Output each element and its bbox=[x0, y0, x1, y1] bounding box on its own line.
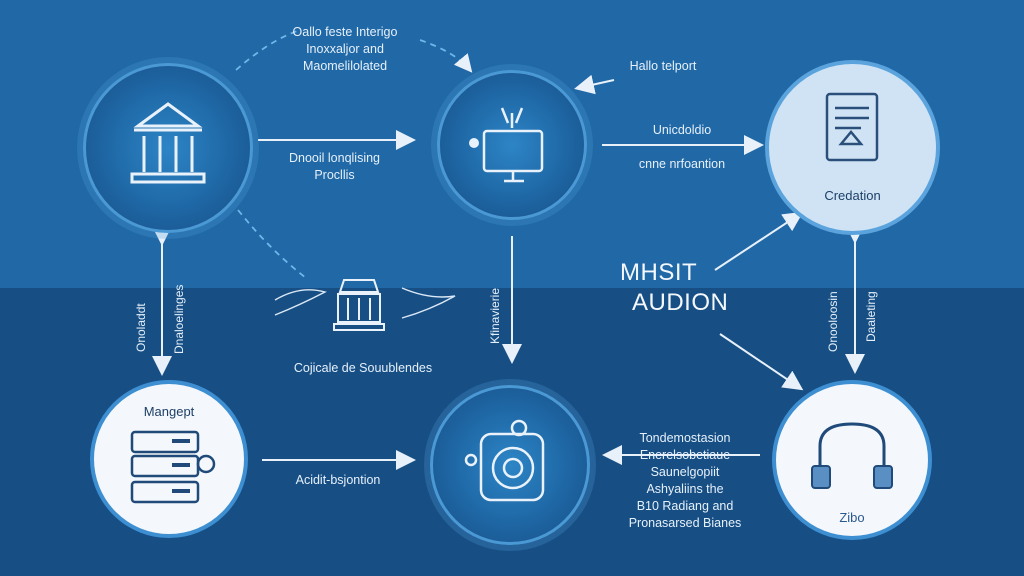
arrow-headline-to-headphones bbox=[719, 333, 804, 391]
node-monitor[interactable] bbox=[437, 70, 587, 220]
label-bottom-right-line-5: B10 Radiang and bbox=[636, 499, 734, 513]
label-top-center-line-1: Oallo feste Interigo bbox=[292, 25, 398, 39]
label-left-mid: Dnooil lonqlising Procllis bbox=[262, 150, 407, 184]
node-document[interactable]: Credation bbox=[765, 60, 940, 235]
node-machine[interactable] bbox=[430, 385, 590, 545]
label-top-center: Oallo feste Interigo Inoxxaljor and Maom… bbox=[270, 24, 420, 75]
headphones-icon bbox=[811, 422, 893, 489]
temple-icon bbox=[333, 279, 385, 331]
dashed-arrow-center bbox=[237, 209, 307, 279]
label-left-mid-line-1: Dnooil lonqlising bbox=[288, 151, 381, 165]
node-headphones[interactable]: Zibo bbox=[772, 380, 932, 540]
label-center-bottom: Cojicale de Souublendes bbox=[293, 361, 433, 375]
dashed-arrow-top-left bbox=[235, 29, 301, 71]
label-bottom-right-line-1: Tondemostasion bbox=[639, 431, 731, 445]
headline: MHSIT AUDION bbox=[620, 258, 728, 318]
label-left-mid-line-2: Procllis bbox=[314, 168, 355, 182]
vlabel-right-a: Onooloosin bbox=[826, 291, 840, 352]
headline-line-1: MHSIT bbox=[620, 259, 698, 286]
bank-icon bbox=[130, 102, 206, 184]
label-bottom-right: Tondemostasion Enerelsobetiaue Saunelgop… bbox=[610, 430, 760, 532]
label-right-mid-bottom: cnne nrfoantion bbox=[638, 157, 726, 171]
document-icon bbox=[825, 92, 879, 162]
label-bottom-right-line-6: Pronasarsed Bianes bbox=[628, 516, 742, 530]
wave-right bbox=[401, 287, 456, 319]
node-server[interactable]: Mangept bbox=[90, 380, 248, 538]
dashed-arrow-top-right bbox=[419, 39, 473, 73]
wave-left bbox=[274, 289, 327, 316]
label-top-center-line-3: Maomelilolated bbox=[302, 59, 388, 73]
label-bottom-right-line-4: Ashyaliins the bbox=[646, 482, 724, 496]
node-server-label: Mangept bbox=[143, 404, 195, 419]
node-headphones-label: Zibo bbox=[839, 510, 865, 525]
monitor-icon bbox=[469, 107, 544, 183]
vlabel-left-b: Dnaloelinges bbox=[172, 284, 186, 354]
server-icon bbox=[130, 430, 216, 504]
vlabel-left-a: Onoladdt bbox=[134, 303, 148, 352]
label-bottom-right-line-3: Saunelgopiit bbox=[650, 465, 720, 479]
label-top-center-line-2: Inoxxaljor and bbox=[306, 42, 384, 56]
arrow-to-monitor-top bbox=[574, 74, 615, 95]
gear-machine-icon bbox=[464, 419, 545, 502]
arrow-headline-to-document bbox=[714, 211, 804, 271]
vlabel-center: Kfinavierie bbox=[488, 287, 502, 344]
label-top-right: Hallo telport bbox=[629, 59, 697, 73]
node-bank[interactable] bbox=[83, 63, 253, 233]
headline-line-2: AUDION bbox=[632, 289, 729, 316]
vlabel-right-b: Daaleting bbox=[864, 291, 878, 342]
label-bottom-right-line-2: Enerelsobetiaue bbox=[639, 448, 731, 462]
label-right-mid-top: Unicdoldio bbox=[652, 123, 712, 137]
node-document-label: Credation bbox=[824, 188, 881, 203]
label-bottom-left: Acidit-bsjontion bbox=[295, 473, 381, 487]
